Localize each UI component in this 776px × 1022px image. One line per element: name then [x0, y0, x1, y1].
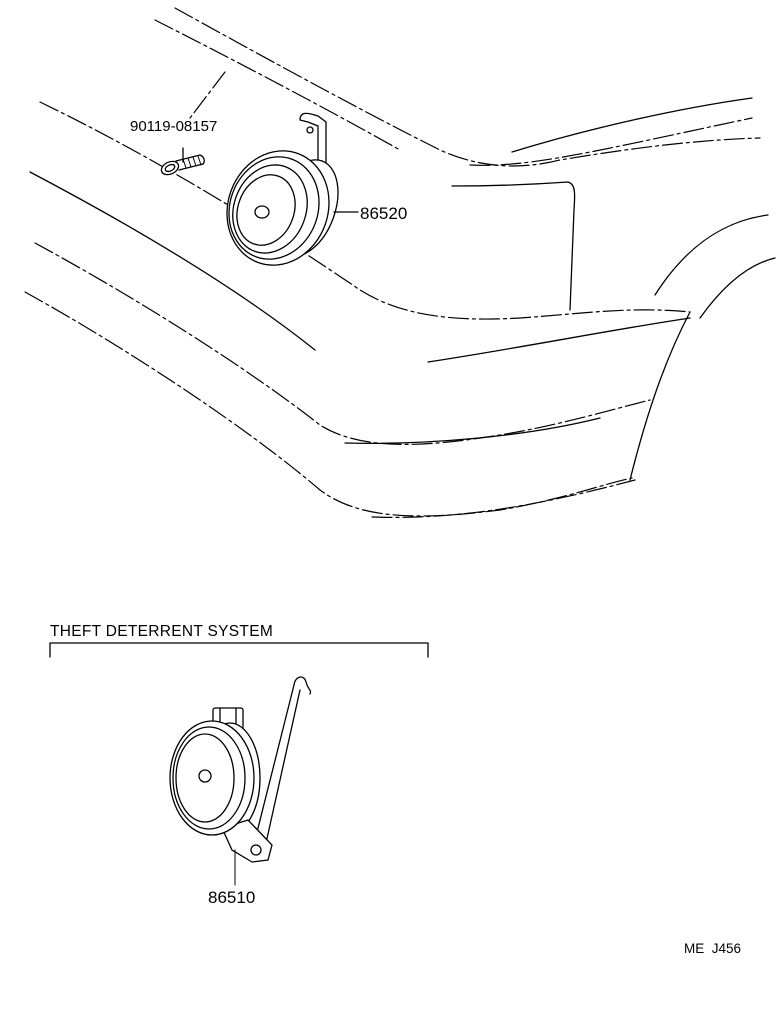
diagram-code: ME J456 [684, 941, 741, 956]
bolt-icon [160, 147, 205, 176]
section-bracket [49, 642, 429, 658]
bolt-part-number: 90119-08157 [130, 118, 217, 135]
theft-horn-part-number: 86510 [208, 888, 255, 907]
bumper-outline [24, 7, 776, 518]
section-title: THEFT DETERRENT SYSTEM [50, 623, 273, 640]
horn-icon [226, 112, 359, 266]
theft-horn-icon [169, 676, 312, 886]
horn-part-number: 86520 [360, 204, 407, 223]
